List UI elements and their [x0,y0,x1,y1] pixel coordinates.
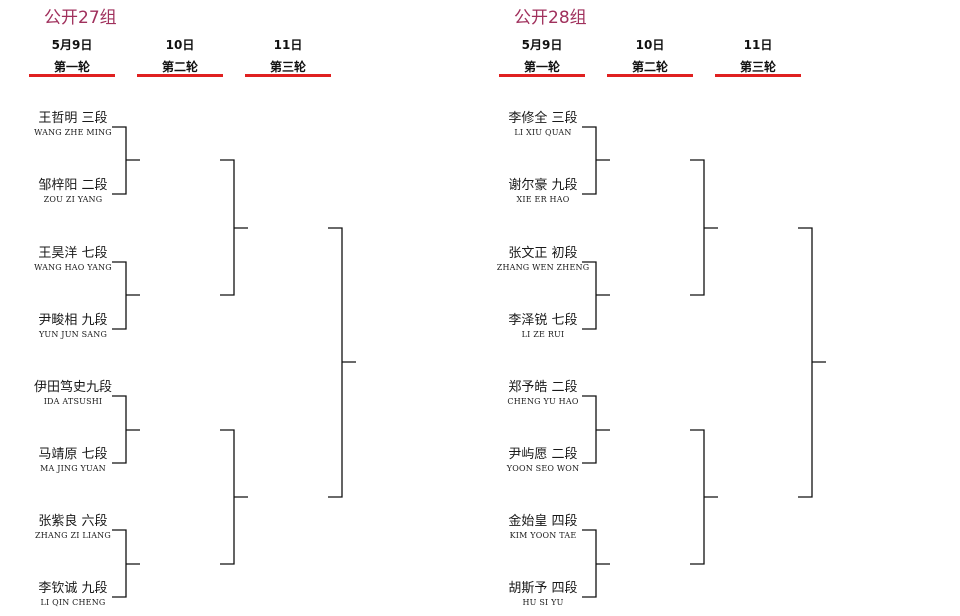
player-romanized-name: HU SI YU [522,598,564,607]
round-name: 第三轮 [269,60,306,74]
bracket-r2-match-1 [690,159,718,296]
player-entry: 胡斯予 四段 HU SI YU [487,581,599,609]
round-name: 第三轮 [739,60,776,74]
round-name: 第一轮 [523,60,560,74]
round-underline [29,74,115,77]
bracket-r1-match-3 [112,395,140,464]
bracket-r1-match-1 [112,126,140,195]
player-romanized-name: KIM YOON TAE [509,531,577,540]
round-date: 10日 [165,38,195,52]
player-romanized-name: CHENG YU HAO [507,397,579,406]
player-entry: 李钦诚 九段 LI QIN CHENG [17,581,129,609]
player-name: 王昊洋 七段 [38,246,108,261]
bracket-r1-match-4 [582,529,610,598]
player-name: 李修全 三段 [508,111,578,126]
group-title: 公开27组 [44,8,117,28]
player-romanized-name: ZHANG ZI LIANG [35,531,111,540]
bracket-r1-match-1 [582,126,610,195]
group-27: 公开27组 5月9日 第一轮 10日 第二轮 11日 第三轮 王哲明 三段 WA… [0,0,470,616]
round-date: 5月9日 [521,38,563,52]
player-name: 邹梓阳 二段 [38,178,108,193]
bracket-r1-match-2 [582,261,610,330]
player-name: 伊田笃史九段 [33,380,112,395]
round-name: 第二轮 [631,60,668,74]
group-28: 公开28组 5月9日 第一轮 10日 第二轮 11日 第三轮 李修全 三段 LI… [470,0,940,616]
player-romanized-name: WANG HAO YANG [34,263,112,272]
player-romanized-name: XIE ER HAO [516,195,570,204]
player-romanized-name: MA JING YUAN [40,464,106,473]
player-name: 李泽锐 七段 [508,313,578,328]
bracket-r3-match-1 [798,227,826,498]
player-name: 胡斯予 四段 [508,581,578,596]
player-romanized-name: YOON SEO WON [506,464,580,473]
round-underline [137,74,223,77]
player-name: 张文正 初段 [508,246,578,261]
player-name: 尹畯相 九段 [38,313,108,328]
player-romanized-name: YUN JUN SANG [38,330,108,339]
bracket-r3-match-1 [328,227,356,498]
player-romanized-name: WANG ZHE MING [34,128,112,137]
player-name: 李钦诚 九段 [38,581,108,596]
player-entry: 郑予皓 二段 CHENG YU HAO [487,380,599,408]
bracket-r2-match-2 [220,429,248,565]
player-entry: 尹畯相 九段 YUN JUN SANG [17,313,129,341]
player-entry: 金始皇 四段 KIM YOON TAE [487,514,599,542]
bracket-r1-match-4 [112,529,140,598]
player-entry: 张文正 初段 ZHANG WEN ZHENG [487,246,599,274]
player-entry: 邹梓阳 二段 ZOU ZI YANG [17,178,129,206]
player-name: 谢尔豪 九段 [508,178,578,193]
player-name: 金始皇 四段 [508,514,578,529]
player-name: 马靖原 七段 [38,447,108,462]
round-date: 5月9日 [51,38,93,52]
bracket-lines [112,126,356,598]
player-entry: 伊田笃史九段 IDA ATSUSHI [17,380,129,408]
player-entry: 尹屿愿 二段 YOON SEO WON [487,447,599,475]
round-date: 11日 [743,38,773,52]
bracket-r2-match-1 [220,159,248,296]
bracket-r1-match-2 [112,261,140,330]
bracket-r2-match-2 [690,429,718,565]
player-entry: 李修全 三段 LI XIU QUAN [487,111,599,139]
bracket-r1-match-3 [582,395,610,464]
round-underline [245,74,331,77]
player-romanized-name: ZHANG WEN ZHENG [496,263,590,272]
round-date: 11日 [273,38,303,52]
player-entry: 王哲明 三段 WANG ZHE MING [17,111,129,139]
player-romanized-name: LI ZE RUI [521,330,565,339]
player-entry: 马靖原 七段 MA JING YUAN [17,447,129,475]
player-name: 王哲明 三段 [38,111,108,126]
player-entry: 谢尔豪 九段 XIE ER HAO [487,178,599,206]
player-name: 郑予皓 二段 [508,380,578,395]
round-underline [607,74,693,77]
round-underline [715,74,801,77]
player-romanized-name: IDA ATSUSHI [43,397,103,406]
round-date: 10日 [635,38,665,52]
bracket-lines [582,126,826,598]
round-underline [499,74,585,77]
player-name: 尹屿愿 二段 [508,447,578,462]
player-entry: 李泽锐 七段 LI ZE RUI [487,313,599,341]
group-title: 公开28组 [514,8,587,28]
player-romanized-name: LI XIU QUAN [514,128,572,137]
round-name: 第二轮 [161,60,198,74]
player-name: 张紫良 六段 [38,514,108,529]
player-romanized-name: LI QIN CHENG [40,598,106,607]
player-entry: 王昊洋 七段 WANG HAO YANG [17,246,129,274]
player-romanized-name: ZOU ZI YANG [43,195,103,204]
round-name: 第一轮 [53,60,90,74]
player-entry: 张紫良 六段 ZHANG ZI LIANG [17,514,129,542]
